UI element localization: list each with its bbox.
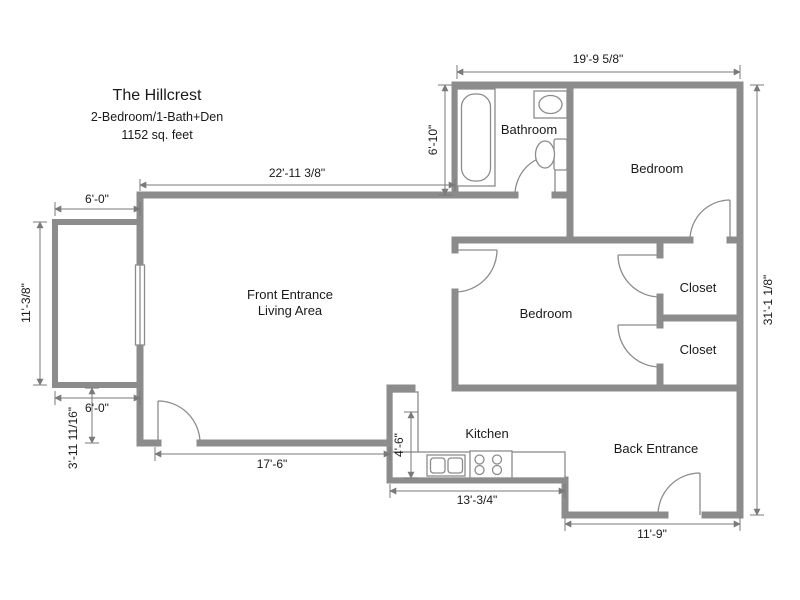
- dimension-kitchen-bottom: 13'-3/4": [457, 493, 498, 507]
- stove: [469, 450, 513, 479]
- dimension-labels: 19'-9 5/8" 6'-10" 22'-11 3/8" 6'-0" 11'-…: [19, 52, 775, 541]
- room-label-bedroom-top: Bedroom: [631, 161, 684, 176]
- dimension-living-top: 22'-11 3/8": [269, 166, 325, 180]
- dimension-bath-height: 6'-10": [426, 125, 440, 156]
- bathtub: [456, 88, 496, 187]
- dimension-right-height: 31'-1 1/8": [761, 275, 775, 326]
- dimension-living-bottom: 17'-6": [257, 457, 288, 471]
- plan-title: The Hillcrest: [113, 87, 202, 104]
- plan-subtitle: 2-Bedroom/1-Bath+Den: [91, 110, 223, 124]
- plan-area: 1152 sq. feet: [121, 128, 193, 142]
- dimension-balcony-top: 6'-0": [85, 192, 109, 206]
- room-label-bedroom-mid: Bedroom: [520, 306, 573, 321]
- dimension-balcony-bottom: 6'-0": [85, 401, 109, 415]
- room-label-living-line1: Front Entrance: [247, 287, 333, 302]
- bedroom-mid-door-swing: [454, 249, 498, 293]
- closet-bottom-door-swing: [617, 324, 661, 368]
- fixtures: [391, 88, 568, 479]
- title-block: The Hillcrest 2-Bedroom/1-Bath+Den 1152 …: [91, 87, 223, 142]
- room-labels: Bathroom Bedroom Front Entrance Living A…: [247, 122, 717, 456]
- room-label-back-entrance: Back Entrance: [614, 441, 699, 456]
- room-label-living-line2: Living Area: [258, 303, 323, 318]
- room-label-kitchen: Kitchen: [465, 426, 508, 441]
- dimension-back-bottom: 11'-9": [637, 527, 667, 541]
- dimension-entry-height: 3'-11 11/16": [66, 407, 80, 469]
- interior-walls: [386, 81, 744, 392]
- room-label-bathroom: Bathroom: [501, 122, 557, 137]
- kitchen-sink: [426, 454, 466, 477]
- bedroom-top-door-swing: [689, 199, 731, 241]
- closet-top-door-swing: [617, 254, 661, 298]
- walls: [52, 81, 744, 519]
- balcony-walls: [52, 219, 143, 388]
- back-door-swing: [657, 472, 701, 516]
- dimension-top-right: 19'-9 5/8": [573, 52, 624, 66]
- toilet: [534, 138, 568, 171]
- front-door-swing: [157, 400, 201, 444]
- dimension-kitchen-height: 4'-6": [392, 433, 406, 457]
- dimension-lines: [33, 65, 764, 531]
- dimension-balcony-height: 11'-3/8": [19, 283, 33, 323]
- room-label-closet-bottom: Closet: [680, 342, 717, 357]
- exterior-walls: [136, 81, 744, 519]
- bathroom-sink: [533, 90, 568, 119]
- room-label-closet-top: Closet: [680, 280, 717, 295]
